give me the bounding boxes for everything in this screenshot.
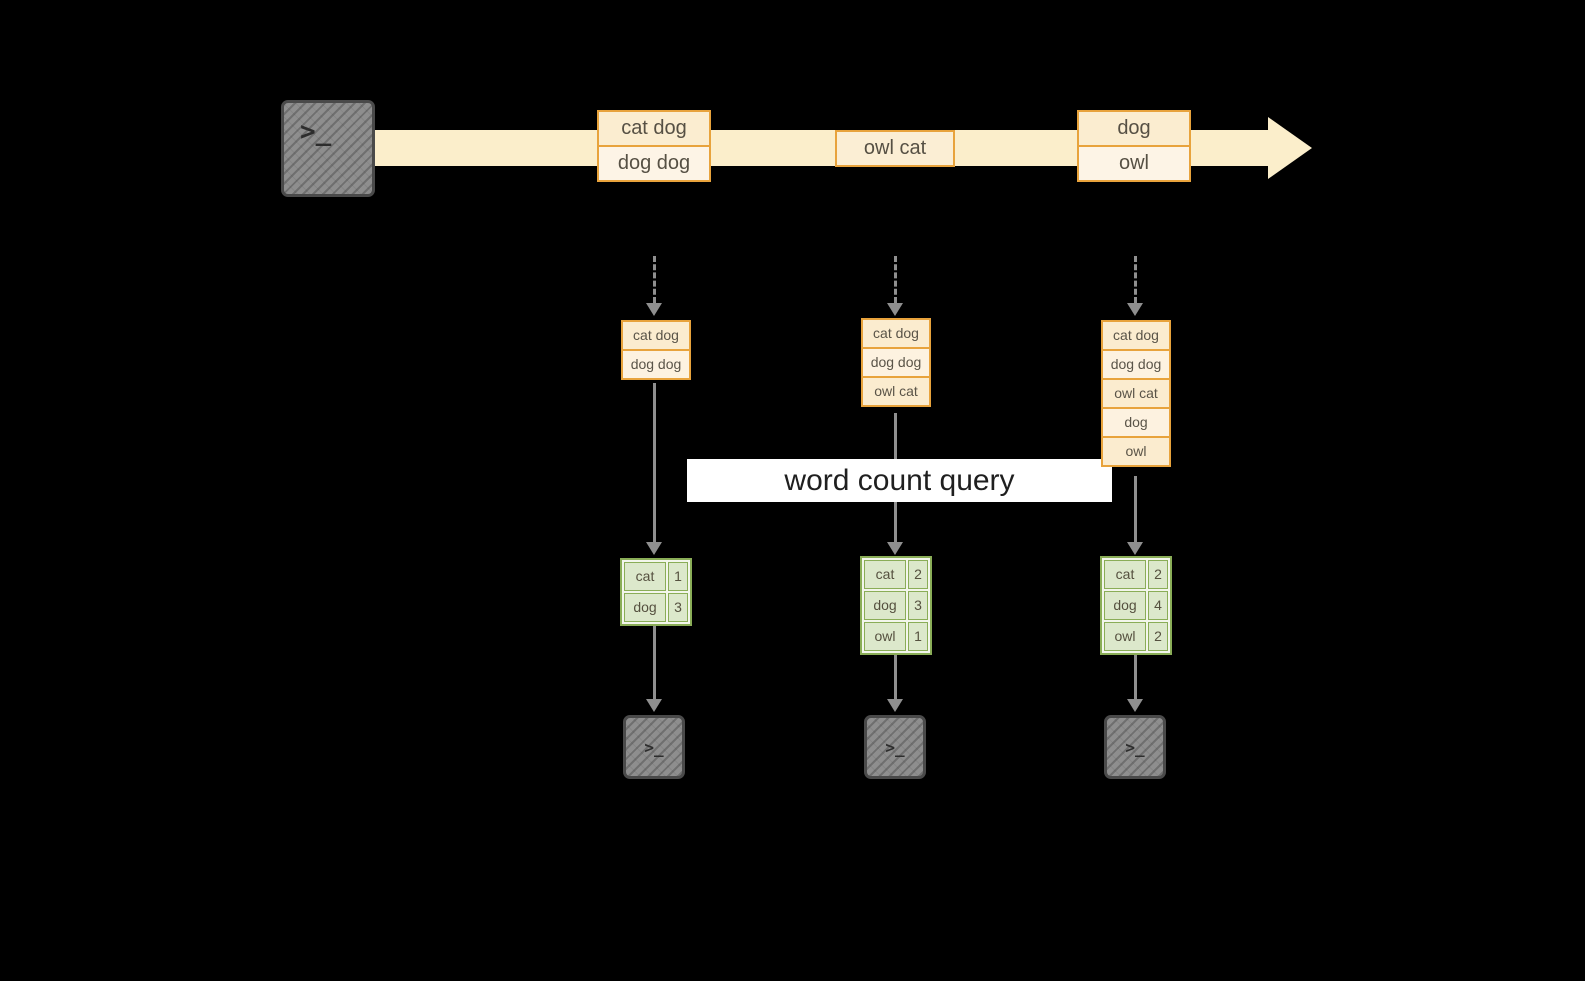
result-count-cell: 3: [668, 593, 688, 622]
stream-batch-1: cat dog dog dog: [597, 110, 711, 182]
stream-record: dog: [1079, 112, 1189, 145]
dashed-down-arrow: [646, 256, 662, 316]
arrowhead-icon: [1127, 542, 1143, 555]
result-row: dog 3: [863, 590, 929, 621]
arrowhead-icon: [887, 303, 903, 316]
result-word-cell: dog: [624, 593, 666, 622]
state-stack-1: cat dog dog dog: [621, 320, 691, 380]
arrowhead-icon: [1127, 303, 1143, 316]
arrowhead-icon: [887, 542, 903, 555]
word-count-query-banner: word count query: [687, 459, 1112, 502]
terminal-prompt-icon: >_: [1125, 737, 1145, 757]
terminal-source-icon: >_: [281, 100, 375, 197]
arrowhead-icon: [646, 542, 662, 555]
result-count-cell: 2: [908, 560, 928, 589]
terminal-prompt-icon: >_: [300, 117, 332, 147]
result-word-cell: cat: [624, 562, 666, 591]
stream-batch-3: dog owl: [1077, 110, 1191, 182]
down-arrow: [646, 383, 662, 555]
state-stack-2: cat dog dog dog owl cat: [861, 318, 931, 407]
result-word-cell: owl: [1104, 622, 1146, 651]
arrowhead-icon: [646, 699, 662, 712]
state-record: owl: [1103, 436, 1169, 465]
result-count-cell: 2: [1148, 560, 1168, 589]
terminal-output-icon: >_: [1104, 715, 1166, 779]
result-count-cell: 1: [908, 622, 928, 651]
result-row: cat 1: [623, 561, 689, 592]
terminal-output-icon: >_: [623, 715, 685, 779]
state-record: cat dog: [1103, 322, 1169, 349]
state-record: cat dog: [863, 320, 929, 347]
result-count-cell: 1: [668, 562, 688, 591]
stream-record: owl cat: [837, 132, 953, 165]
down-arrow: [887, 650, 903, 712]
result-table-3: cat 2 dog 4 owl 2: [1100, 556, 1172, 655]
result-count-cell: 2: [1148, 622, 1168, 651]
result-word-cell: owl: [864, 622, 906, 651]
result-row: cat 2: [1103, 559, 1169, 590]
result-row: dog 3: [623, 592, 689, 623]
state-record: owl cat: [1103, 378, 1169, 407]
banner-label: word count query: [784, 463, 1015, 497]
stream-batch-2: owl cat: [835, 130, 955, 167]
arrowhead-icon: [1127, 699, 1143, 712]
result-word-cell: cat: [1104, 560, 1146, 589]
state-record: dog dog: [623, 349, 689, 378]
stream-record: dog dog: [599, 145, 709, 180]
result-row: owl 1: [863, 621, 929, 652]
dashed-down-arrow: [887, 256, 903, 316]
state-stack-3: cat dog dog dog owl cat dog owl: [1101, 320, 1171, 467]
stream-record: owl: [1079, 145, 1189, 180]
result-word-cell: dog: [1104, 591, 1146, 620]
stream-timeline-arrowhead-icon: [1268, 117, 1312, 179]
result-table-1: cat 1 dog 3: [620, 558, 692, 626]
state-record: cat dog: [623, 322, 689, 349]
result-row: dog 4: [1103, 590, 1169, 621]
result-word-cell: dog: [864, 591, 906, 620]
state-record: owl cat: [863, 376, 929, 405]
result-count-cell: 4: [1148, 591, 1168, 620]
arrowhead-icon: [887, 699, 903, 712]
result-word-cell: cat: [864, 560, 906, 589]
result-row: cat 2: [863, 559, 929, 590]
terminal-prompt-icon: >_: [644, 737, 664, 757]
dashed-down-arrow: [1127, 256, 1143, 316]
state-record: dog dog: [1103, 349, 1169, 378]
down-arrow: [1127, 476, 1143, 555]
arrowhead-icon: [646, 303, 662, 316]
result-count-cell: 3: [908, 591, 928, 620]
result-table-2: cat 2 dog 3 owl 1: [860, 556, 932, 655]
terminal-prompt-icon: >_: [885, 737, 905, 757]
down-arrow: [646, 621, 662, 712]
stream-record: cat dog: [599, 112, 709, 145]
down-arrow: [1127, 650, 1143, 712]
state-record: dog dog: [863, 347, 929, 376]
result-row: owl 2: [1103, 621, 1169, 652]
terminal-output-icon: >_: [864, 715, 926, 779]
state-record: dog: [1103, 407, 1169, 436]
